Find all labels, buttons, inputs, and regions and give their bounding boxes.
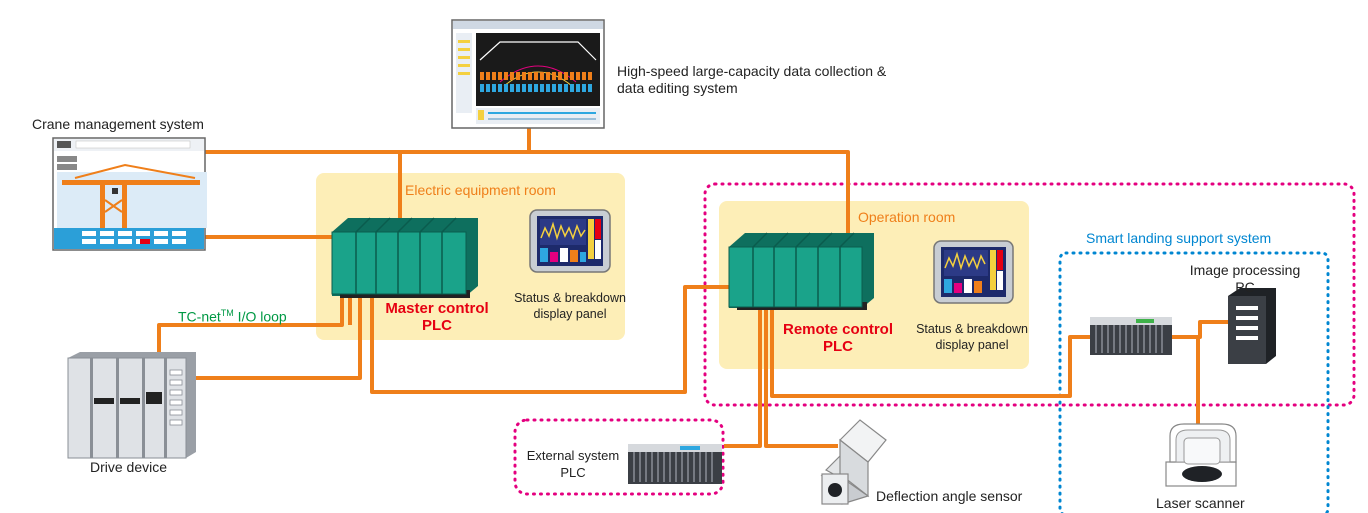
status-panel-1-label-line1: Status & breakdown bbox=[514, 291, 626, 305]
status-display-panel-1 bbox=[529, 209, 611, 273]
status-panel-1-label: Status & breakdown display panel bbox=[506, 290, 634, 322]
image-processing-label-line1: Image processing bbox=[1189, 262, 1301, 278]
tcnet-loop-label: TC-netTM I/O loop bbox=[178, 305, 287, 326]
status-panel-2-label-line2: display panel bbox=[935, 338, 1009, 352]
data-collection-label-line1: High-speed large-capacity data collectio… bbox=[617, 63, 887, 79]
external-plc-device bbox=[628, 444, 722, 484]
smart-landing-boundary bbox=[1058, 251, 1330, 513]
laser-scanner bbox=[1165, 423, 1237, 487]
remote-plc-label-line2: PLC bbox=[823, 338, 853, 355]
remote-plc-label-line1: Remote control bbox=[782, 321, 893, 338]
operation-room-title: Operation room bbox=[858, 209, 956, 225]
external-plc-label-line2: PLC bbox=[560, 465, 586, 480]
image-processing-label-line2: PC bbox=[1235, 279, 1255, 295]
tcnet-trademark: TM bbox=[220, 308, 234, 318]
master-plc-rack bbox=[331, 217, 478, 298]
cables bbox=[157, 127, 1228, 448]
electric-room-title: Electric equipment room bbox=[405, 182, 556, 198]
crane-management-monitor bbox=[52, 137, 207, 251]
master-plc-label: Master control PLC bbox=[382, 300, 492, 334]
status-panel-2-label-line1: Status & breakdown bbox=[916, 322, 1028, 336]
data-collection-label: High-speed large-capacity data collectio… bbox=[617, 63, 886, 97]
laser-scanner-label: Laser scanner bbox=[1156, 495, 1245, 511]
smart-landing-controller bbox=[1090, 317, 1172, 355]
drive-device-label: Drive device bbox=[90, 459, 168, 475]
status-display-panel-2 bbox=[933, 240, 1014, 304]
data-collection-label-line2: data editing system bbox=[617, 80, 738, 96]
master-plc-label-line1: Master control bbox=[385, 300, 489, 317]
tcnet-prefix: TC-net bbox=[178, 308, 221, 325]
data-collection-monitor bbox=[451, 19, 605, 129]
status-panel-2-label: Status & breakdown display panel bbox=[906, 321, 1038, 353]
remote-plc-rack bbox=[728, 232, 874, 310]
drive-device bbox=[67, 352, 196, 459]
status-panel-1-label-line2: display panel bbox=[533, 307, 607, 321]
remote-plc-label: Remote control PLC bbox=[778, 321, 898, 355]
deflection-angle-sensor bbox=[820, 419, 887, 505]
image-processing-label: Image processing PC bbox=[1186, 262, 1304, 296]
deflection-sensor-label: Deflection angle sensor bbox=[876, 488, 1023, 504]
tcnet-suffix: I/O loop bbox=[233, 308, 287, 325]
external-plc-label: External system PLC bbox=[520, 447, 626, 481]
external-plc-label-line1: External system bbox=[526, 448, 620, 463]
image-processing-pc bbox=[1228, 288, 1276, 364]
operation-boundary bbox=[703, 182, 1356, 407]
external-plc-boundary bbox=[513, 418, 725, 496]
crane-management-label: Crane management system bbox=[32, 116, 204, 132]
smart-landing-title: Smart landing support system bbox=[1086, 230, 1272, 246]
master-plc-label-line2: PLC bbox=[422, 317, 452, 334]
